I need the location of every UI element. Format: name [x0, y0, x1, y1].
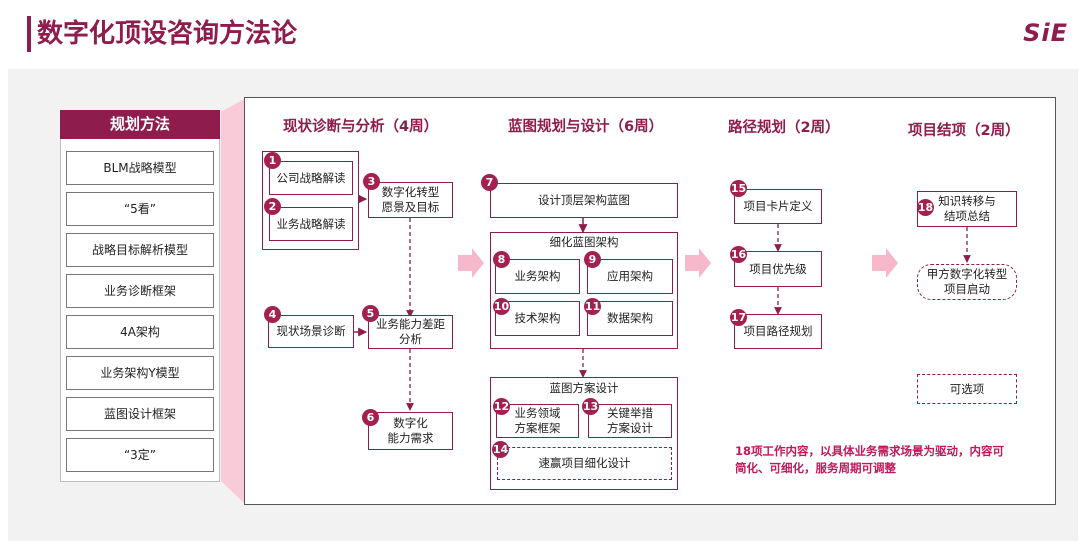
step-label: 数据架构: [607, 311, 653, 325]
step-number-badge: 1: [264, 152, 281, 169]
scope-note: 18项工作内容，以具体业务需求场景为驱动，内容可 简化、可细化，服务周期可调整: [735, 444, 1005, 475]
kickoff-label: 甲方数字化转型 项目启动: [926, 267, 1008, 296]
step-number-badge: 10: [493, 298, 510, 315]
method-item: “5看”: [66, 192, 214, 226]
step-13-box: 关键举措 方案设计: [588, 404, 672, 438]
step-16-box: 项目优先级: [734, 251, 822, 287]
phase-title-roadmap: 路径规划（2周）: [728, 120, 840, 136]
step-4-box: 现状场景诊断: [268, 315, 354, 348]
step-label: 业务架构: [514, 269, 561, 283]
step-label: 项目优先级: [749, 261, 807, 276]
step-3-box: 数字化转型 愿景及目标: [368, 182, 453, 218]
step-number-badge: 4: [264, 306, 281, 323]
step-number-badge: 15: [730, 180, 747, 197]
step-5-box: 业务能力差距 分析: [368, 315, 453, 349]
optional-legend-box: 可选项: [917, 374, 1017, 404]
detail-architecture-label: 细化蓝图架构: [549, 235, 619, 249]
step-label: 设计顶层架构蓝图: [538, 193, 630, 207]
step-number-badge: 9: [584, 251, 601, 268]
step-label: 技术架构: [514, 311, 561, 325]
phase-title-blueprint: 蓝图规划与设计（6周）: [508, 119, 664, 135]
method-item: BLM战略模型: [66, 151, 214, 185]
step-11-box: 数据架构: [587, 301, 673, 336]
step-label: 项目路径规划: [743, 324, 813, 338]
step-number-badge: 14: [492, 441, 509, 458]
step-6-box: 数字化 能力需求: [368, 412, 453, 450]
step-number-badge: 5: [362, 305, 379, 322]
method-item: 蓝图设计框架: [66, 397, 214, 431]
step-number-badge: 2: [264, 198, 281, 215]
step-number-badge: 3: [363, 173, 380, 190]
step-number-badge: 11: [584, 298, 601, 315]
method-item: “3定”: [66, 438, 214, 472]
step-label: 现状场景诊断: [276, 324, 346, 338]
step-10-box: 技术架构: [495, 301, 580, 336]
method-item: 战略目标解析模型: [66, 233, 214, 267]
step-label: 关键举措 方案设计: [607, 406, 653, 435]
step-number-badge: 6: [362, 409, 379, 426]
step-14-box: 速赢项目细化设计: [497, 447, 672, 480]
title-accent-bar: [27, 16, 31, 52]
step-number-badge: 12: [493, 398, 510, 415]
step-number-badge: 18: [917, 199, 934, 216]
sie-logo: SiE: [1023, 19, 1068, 47]
optional-legend-label: 可选项: [949, 381, 985, 396]
blueprint-plan-label: 蓝图方案设计: [549, 381, 619, 395]
step-label: 应用架构: [607, 269, 653, 283]
step-label: 业务能力差距 分析: [376, 317, 445, 346]
step-label: 公司战略解读: [276, 170, 346, 185]
step-label: 业务战略解读: [276, 216, 346, 231]
phase-title-diagnosis: 现状诊断与分析（4周）: [283, 119, 439, 135]
page-title: 数字化顶设咨询方法论: [37, 19, 298, 49]
step-label: 速赢项目细化设计: [538, 456, 631, 470]
step-number-badge: 17: [730, 309, 747, 326]
step-number-badge: 8: [493, 251, 510, 268]
step-2-box: 业务战略解读: [269, 207, 353, 241]
step-label: 业务领域 方案框架: [514, 406, 561, 435]
step-7-box: 设计顶层架构蓝图: [490, 183, 678, 218]
step-12-box: 业务领域 方案框架: [496, 404, 579, 438]
step-label: 数字化 能力需求: [387, 416, 434, 445]
phase-title-closure: 项目结项（2周）: [908, 123, 1020, 139]
step-label: 知识转移与 结项总结: [938, 194, 996, 223]
step-1-box: 公司战略解读: [269, 161, 353, 195]
step-label: 项目卡片定义: [743, 199, 813, 213]
step-9-box: 应用架构: [587, 259, 673, 294]
step-17-box: 项目路径规划: [734, 314, 822, 349]
method-item: 4A架构: [66, 315, 214, 349]
step-8-box: 业务架构: [495, 259, 580, 294]
step-label: 数字化转型 愿景及目标: [381, 185, 440, 214]
method-item: 业务诊断框架: [66, 274, 214, 308]
step-15-box: 项目卡片定义: [734, 189, 822, 224]
methods-title: 规划方法: [60, 110, 220, 139]
step-number-badge: 16: [730, 246, 747, 263]
method-item: 业务架构Y模型: [66, 356, 214, 390]
client-kickoff-box: 甲方数字化转型 项目启动: [917, 264, 1017, 300]
step-number-badge: 13: [582, 398, 599, 415]
step-number-badge: 7: [481, 174, 498, 191]
